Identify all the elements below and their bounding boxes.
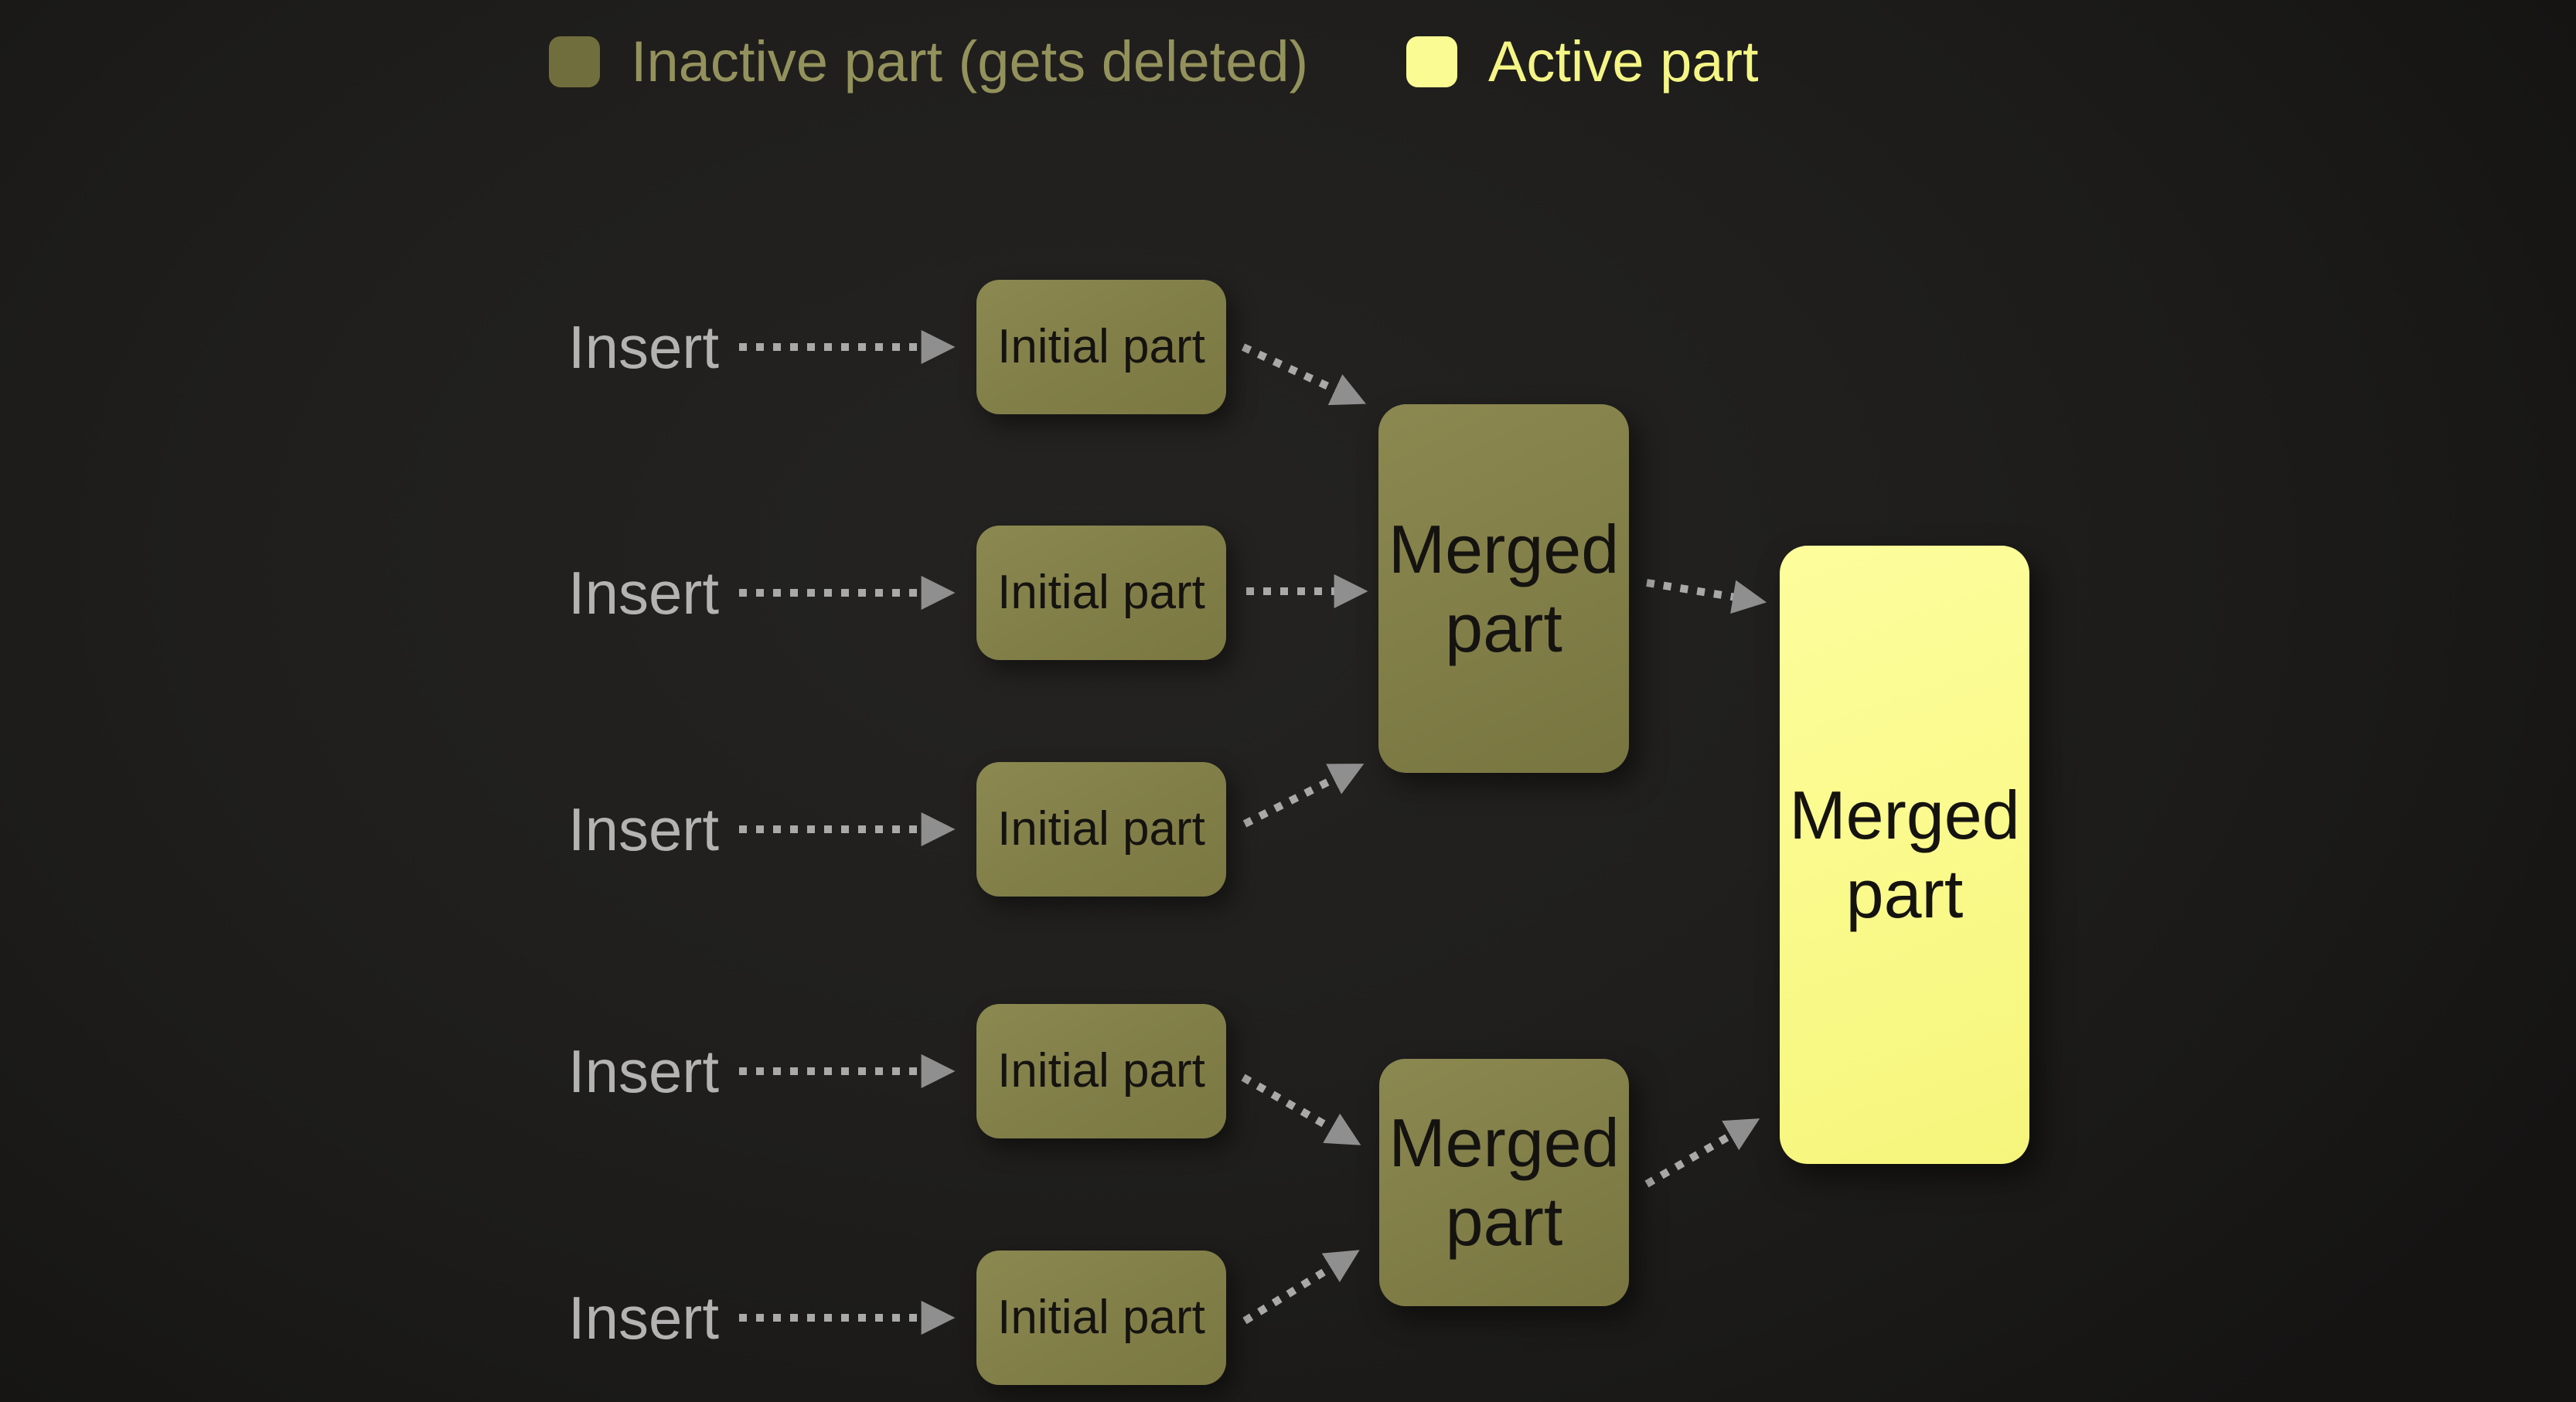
initial-part-box-4: Initial part	[976, 1004, 1226, 1138]
merged-part-box-1: Merged part	[1378, 404, 1629, 773]
insert-label-2: Insert	[567, 558, 719, 627]
merged-part-box-final: Merged part	[1780, 546, 2029, 1164]
merged-part-box-2: Merged part	[1379, 1059, 1629, 1306]
arrow-initial-4-to-merged-2	[1241, 1074, 1361, 1145]
arrow-initial-1-to-merged-1	[1241, 343, 1366, 406]
legend-item-inactive: Inactive part (gets deleted)	[549, 31, 1308, 93]
initial-part-box-3: Initial part	[976, 762, 1226, 897]
insert-label-4: Insert	[567, 1036, 719, 1105]
arrow-initial-5-to-merged-2	[1242, 1250, 1360, 1325]
arrow-merged-1-to-final	[1646, 579, 1767, 614]
insert-label-5: Insert	[567, 1283, 719, 1352]
active-part-swatch-icon	[1406, 36, 1457, 87]
inactive-part-swatch-icon	[549, 36, 600, 87]
initial-part-box-1: Initial part	[976, 280, 1226, 414]
arrow-initial-3-to-merged-1	[1242, 764, 1365, 828]
legend-item-active: Active part	[1406, 31, 1759, 93]
insert-label-1: Insert	[567, 312, 719, 381]
arrow-merged-2-to-final	[1644, 1118, 1760, 1188]
legend-label-inactive: Inactive part (gets deleted)	[631, 29, 1309, 94]
initial-part-box-5: Initial part	[976, 1251, 1226, 1385]
legend-label-active: Active part	[1488, 29, 1759, 94]
insert-label-3: Insert	[567, 795, 719, 863]
initial-part-box-2: Initial part	[976, 526, 1226, 660]
